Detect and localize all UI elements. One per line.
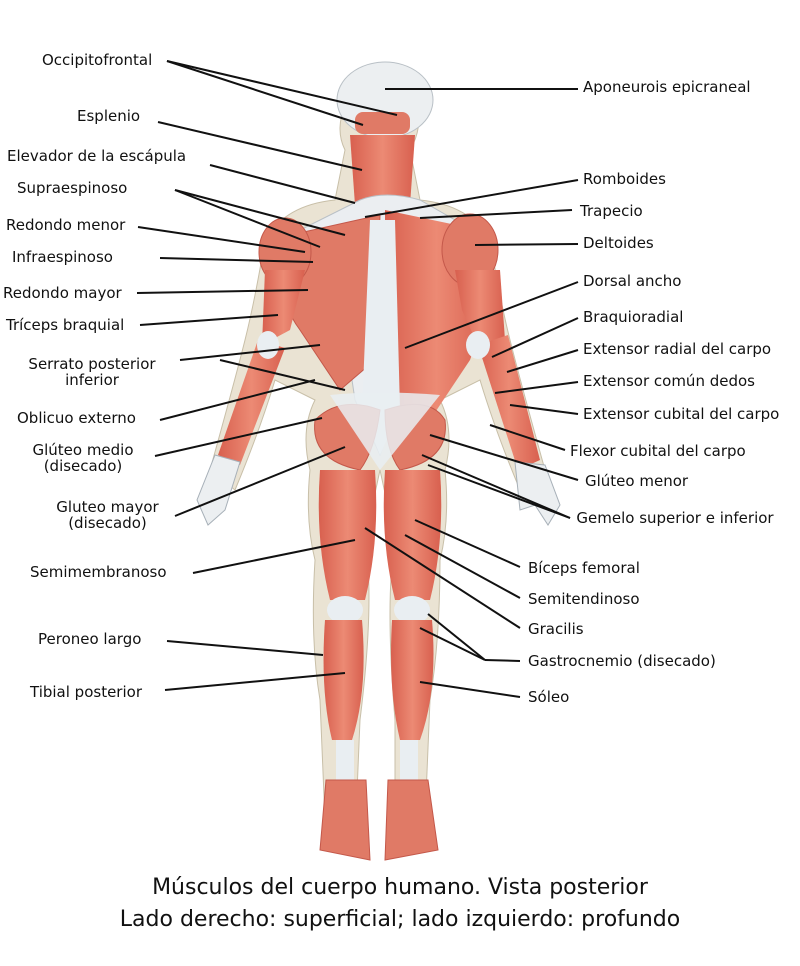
right-upper-arm <box>455 270 505 350</box>
leader-lines <box>136 60 579 698</box>
label-deltoides: Deltoides <box>583 234 654 252</box>
label-trapecio: Trapecio <box>580 202 643 220</box>
label-occipitofrontal: Occipitofrontal <box>42 51 153 69</box>
label-elevador-escapula: Elevador de la escápula <box>7 147 187 165</box>
label-semimembranoso: Semimembranoso <box>30 563 167 581</box>
right-thigh <box>383 470 442 600</box>
occipitofrontal-muscle <box>355 112 410 134</box>
right-knee <box>394 596 430 624</box>
label-romboides: Romboides <box>583 170 666 188</box>
label-extensor-comun-dedos: Extensor común dedos <box>583 372 755 390</box>
label-aponeurosis-epicraneal: Aponeurois epicraneal <box>583 78 751 96</box>
label-extensor-cubital-carpo: Extensor cubital del carpo <box>583 405 780 423</box>
right-foot <box>384 779 439 861</box>
right-achilles <box>400 740 418 780</box>
label-gracilis: Gracilis <box>528 620 584 638</box>
left-foot <box>319 779 371 861</box>
left-elbow <box>257 331 279 359</box>
label-soleo: Sóleo <box>528 688 570 706</box>
left-calf <box>323 620 364 740</box>
label-gluteo-mayor: Gluteo mayor (disecado) <box>56 498 159 532</box>
left-upper-arm <box>262 270 305 345</box>
label-oblicuo-externo: Oblicuo externo <box>17 409 136 427</box>
label-supraespinoso: Supraespinoso <box>17 179 128 197</box>
label-gluteo-menor: Glúteo menor <box>585 472 689 490</box>
label-dorsal-ancho: Dorsal ancho <box>583 272 682 290</box>
label-gemelo-superior-inferior: Gemelo superior e inferior <box>576 509 774 527</box>
left-thigh <box>318 470 377 600</box>
label-esplenio: Esplenio <box>77 107 141 125</box>
label-flexor-cubital-carpo: Flexor cubital del carpo <box>570 442 746 460</box>
label-triceps-braquial: Tríceps braquial <box>6 316 125 334</box>
label-redondo-mayor: Redondo mayor <box>3 284 122 302</box>
caption-line-2: Lado derecho: superficial; lado izquierd… <box>119 907 681 932</box>
splenius-muscle <box>350 135 415 205</box>
label-extensor-radial-carpo: Extensor radial del carpo <box>583 340 772 358</box>
figure-caption: Músculos del cuerpo humano. Vista poster… <box>0 872 800 936</box>
sacrum-fascia <box>330 392 440 470</box>
caption-line-1: Músculos del cuerpo humano. Vista poster… <box>152 875 648 900</box>
label-peroneo-largo: Peroneo largo <box>38 630 142 648</box>
right-elbow <box>466 331 490 359</box>
label-semitendinoso: Semitendinoso <box>528 590 640 608</box>
label-redondo-menor: Redondo menor <box>6 216 126 234</box>
left-knee <box>327 596 363 624</box>
label-gluteo-medio: Glúteo medio (disecado) <box>32 441 134 475</box>
left-hand <box>196 454 241 526</box>
label-infraespinoso: Infraespinoso <box>12 248 113 266</box>
label-gastrocnemio: Gastrocnemio (disecado) <box>528 652 716 670</box>
label-tibial-posterior: Tibial posterior <box>30 683 142 701</box>
label-braquioradial: Braquioradial <box>583 308 684 326</box>
label-serrato-posterior-inferior: Serrato posterior inferior <box>28 355 156 389</box>
right-calf <box>391 620 434 740</box>
left-achilles <box>336 740 354 780</box>
label-biceps-femoral: Bíceps femoral <box>528 559 640 577</box>
